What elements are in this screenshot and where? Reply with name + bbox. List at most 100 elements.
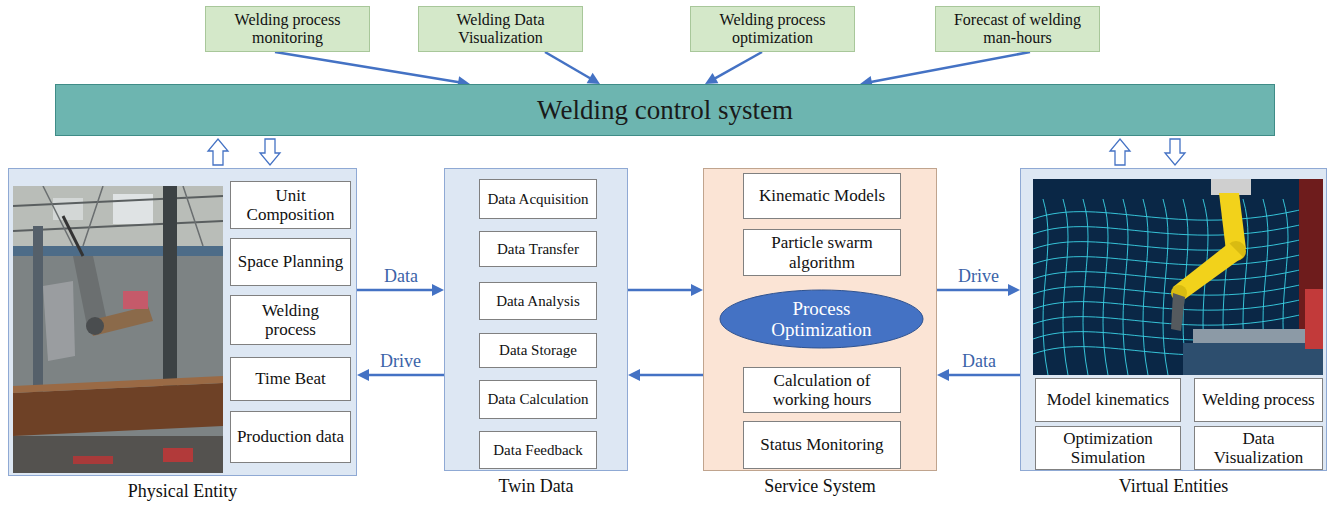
arrowhead xyxy=(432,284,444,296)
box-label: Data Visualization xyxy=(1199,429,1318,467)
photo-background-part xyxy=(13,221,223,231)
connector-line xyxy=(357,289,433,292)
hollow-arrow-shape xyxy=(1165,139,1185,165)
attribute-box: Welding process xyxy=(230,295,351,345)
photo-background xyxy=(13,186,223,473)
scene-background xyxy=(1033,179,1323,375)
wireframe-mesh-part xyxy=(1033,219,1323,235)
arrowhead xyxy=(691,284,703,296)
function-box: Welding process optimization xyxy=(690,6,855,52)
service-box: Particle swarm algorithm xyxy=(743,229,901,276)
service-box: Calculation of working hours xyxy=(743,367,901,413)
service-box: Kinematic Models xyxy=(743,173,901,219)
box-label: Process Optimization xyxy=(747,298,896,341)
connector-arrow xyxy=(860,52,1030,88)
data-step-box: Data Calculation xyxy=(479,380,597,419)
photo-background-part xyxy=(43,186,73,246)
data-step-box: Data Storage xyxy=(479,333,597,368)
edge-label: Drive xyxy=(378,352,423,372)
process-ellipse: Process Optimization xyxy=(719,289,924,349)
connector-line xyxy=(275,52,459,82)
scene-background-part xyxy=(1033,179,1323,375)
connector-line xyxy=(715,52,762,79)
photo-background-part xyxy=(13,196,223,206)
photo-steel-beam-part xyxy=(73,456,113,464)
box-label: Optimization Simulation xyxy=(1040,429,1176,467)
box-label: Production data xyxy=(237,427,344,446)
function-box: Welding process monitoring xyxy=(205,6,370,52)
function-box: Welding Data Visualization xyxy=(418,6,583,52)
scene-machinery-part xyxy=(1183,343,1323,375)
box-label: Welding process xyxy=(1202,390,1314,409)
wireframe-mesh-part xyxy=(1063,199,1068,375)
arrowhead xyxy=(357,369,369,381)
workshop-photo xyxy=(13,186,223,473)
photo-robot-part xyxy=(123,291,148,309)
photo-background-part xyxy=(13,186,223,246)
wireframe-mesh-part xyxy=(1163,199,1168,375)
photo-background-part xyxy=(33,226,43,406)
wireframe-mesh-part xyxy=(1043,199,1048,375)
attribute-box: Model kinematics xyxy=(1035,378,1181,422)
box-label: Time Beat xyxy=(255,369,326,388)
box-label: Kinematic Models xyxy=(759,186,885,205)
photo-background-part xyxy=(83,186,103,246)
box-label: Welding Data Visualization xyxy=(423,11,578,47)
photo-steel-beam-part xyxy=(163,448,193,462)
attribute-box: Space Planning xyxy=(230,238,351,286)
panel-caption: Service System xyxy=(684,477,956,497)
twin-data-panel: Twin DataData AcquisitionData TransferDa… xyxy=(444,168,628,471)
attribute-box: Time Beat xyxy=(230,357,351,401)
connector-line xyxy=(948,374,1020,377)
function-box: Forecast of welding man-hours xyxy=(935,6,1100,52)
photo-background-part xyxy=(183,186,203,246)
data-step-box: Data Analysis xyxy=(479,282,597,320)
service-box: Status Monitoring xyxy=(743,421,901,469)
data-step-box: Data Transfer xyxy=(479,231,597,267)
box-label: Forecast of welding man-hours xyxy=(940,11,1095,47)
hollow-arrow-shape xyxy=(1110,139,1130,165)
service-panel: Service SystemKinematic ModelsParticle s… xyxy=(703,168,937,471)
arrowhead xyxy=(1008,284,1020,296)
hollow-arrow-shape xyxy=(208,139,228,165)
photo-robot-part xyxy=(86,317,104,335)
connector-line xyxy=(545,52,590,78)
robot-arm-part xyxy=(1211,179,1251,195)
panel-caption: Virtual Entities xyxy=(1001,477,1334,497)
connector-line xyxy=(639,374,703,377)
box-label: Model kinematics xyxy=(1047,390,1169,409)
box-label: Data Calculation xyxy=(487,391,588,408)
box-label: Welding process monitoring xyxy=(210,11,365,47)
connector-line xyxy=(368,374,444,377)
data-step-box: Data Feedback xyxy=(479,431,597,469)
entity-panel: Physical EntityUnit CompositionSpace Pla… xyxy=(8,168,357,476)
panel-caption: Physical Entity xyxy=(0,482,376,502)
hollow-arrow-shape xyxy=(260,139,280,165)
box-label: Welding control system xyxy=(537,95,793,125)
box-label: Data Transfer xyxy=(497,241,579,258)
wireframe-mesh-part xyxy=(1033,204,1323,220)
connector-arrow xyxy=(545,52,600,84)
attribute-box: Data Visualization xyxy=(1194,426,1323,470)
scene-machinery-part xyxy=(1305,289,1323,349)
connector-arrow xyxy=(628,284,703,296)
wireframe-mesh xyxy=(1033,199,1323,375)
ellipse-shape xyxy=(720,290,923,348)
arrowhead xyxy=(705,73,718,84)
photo-steel-beam-part xyxy=(13,376,223,393)
robot-arm-part xyxy=(1171,293,1185,331)
edge-label: Data xyxy=(960,352,998,372)
wireframe-mesh-part xyxy=(1103,199,1108,375)
photo-robot-part xyxy=(63,216,83,256)
wireframe-mesh-part xyxy=(1123,199,1128,375)
arrowhead xyxy=(937,369,949,381)
box-label: Welding process xyxy=(235,301,346,339)
hollow-arrow xyxy=(208,139,228,165)
box-label: Data Acquisition xyxy=(487,191,588,208)
edge-label: Data xyxy=(382,267,420,287)
photo-robot xyxy=(43,216,153,361)
wireframe-mesh-part xyxy=(1143,199,1148,375)
connector-line xyxy=(871,52,1030,82)
box-label: Welding process optimization xyxy=(695,11,850,47)
